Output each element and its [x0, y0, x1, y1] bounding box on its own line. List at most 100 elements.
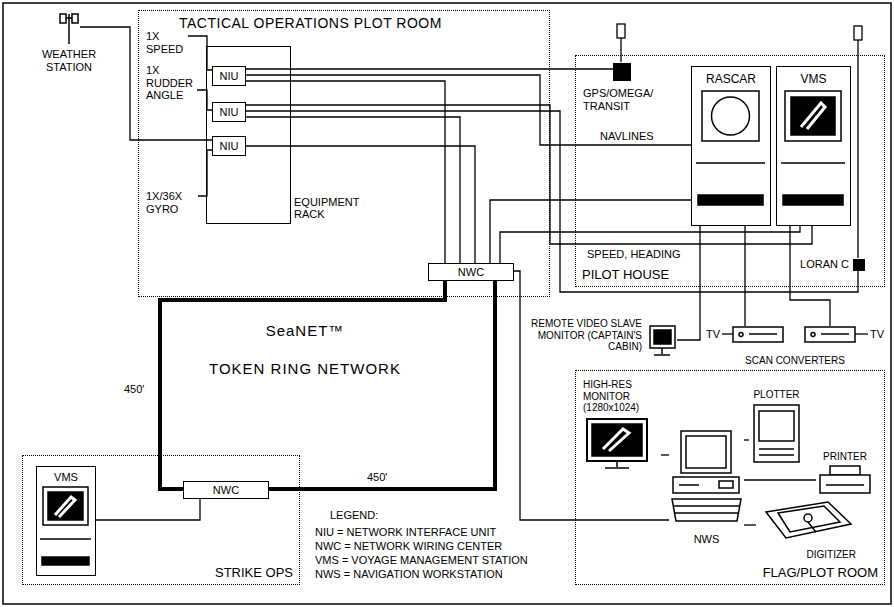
signal-wire	[96, 499, 200, 520]
gps-receiver: GPS/OMEGA/ TRANSIT	[613, 63, 631, 81]
signal-wire	[790, 226, 830, 326]
niu-box: NIU	[212, 136, 246, 156]
node-text: PILOT HOUSE	[582, 268, 669, 283]
node-text: NIU	[213, 140, 245, 153]
edge-label: SPEED, HEADING	[585, 248, 683, 261]
signal-wire	[246, 68, 613, 69]
printer: PRINTER	[816, 451, 874, 496]
node-text: SCAN CONVERTERS	[725, 355, 865, 367]
signal-wire	[677, 226, 700, 340]
room-region: STRIKE OPS NWC VMS	[22, 455, 300, 585]
signal-wire	[80, 27, 212, 140]
niu-box: NIU	[212, 102, 246, 122]
vms-console-drawing	[777, 67, 849, 224]
node-text: VMS	[777, 73, 850, 87]
node-text: NWS	[669, 533, 744, 546]
nwc-box: NWC	[428, 263, 514, 281]
node-text: VMS	[37, 471, 95, 484]
tv-label: TV	[870, 328, 884, 341]
signal-wire	[500, 226, 800, 263]
node-text: FLAG/PLOT ROOM	[763, 566, 878, 581]
rascar-console-drawing	[692, 67, 769, 224]
node-text: EQUIPMENT RACK	[294, 196, 356, 221]
gps-antenna-head	[617, 24, 625, 38]
legend-title: LEGEND:	[330, 509, 378, 522]
scan-converters: SCAN CONVERTERS	[725, 326, 865, 366]
loran-antenna-head	[854, 26, 862, 40]
signal-wire	[661, 454, 669, 455]
edge-label: 450'	[122, 383, 146, 396]
legend-entry: NIU = NETWORK INTERFACE UNIT	[315, 526, 496, 538]
speed-wire	[188, 36, 213, 70]
node-text: STRIKE OPS	[215, 566, 293, 581]
node-text: GPS/OMEGA/ TRANSIT	[583, 87, 661, 112]
gps-antenna	[620, 38, 621, 62]
legend-row: VMS = VOYAGE MANAGEMENT STATION	[315, 554, 528, 567]
room-region: FLAG/PLOT ROOM HIGH-RES MONITOR (1280x102…	[575, 370, 885, 585]
loran-antenna	[857, 40, 858, 258]
signal-wire	[246, 75, 691, 145]
node-text: LORAN C	[800, 258, 849, 271]
legend-row: NWC = NETWORK WIRING CENTER	[315, 540, 502, 553]
signal-wire	[744, 479, 816, 480]
node-text: NWC	[429, 266, 513, 279]
vms-console: VMS	[776, 66, 851, 226]
plotter-drawing	[749, 389, 804, 464]
node-text: TACTICAL OPERATIONS PLOT ROOM	[179, 15, 442, 31]
frame	[3, 3, 891, 604]
node-text: NIU	[213, 106, 245, 119]
legend-entry: NWS = NAVIGATION WORKSTATION	[315, 568, 503, 580]
legend-row: NIU = NETWORK INTERFACE UNIT	[315, 526, 496, 539]
node-text: NIU	[213, 70, 245, 83]
network-name: SeaNET™	[205, 322, 405, 339]
scan-converters-drawing	[725, 326, 865, 346]
plotter: PLOTTER	[749, 389, 804, 464]
signal-wire	[246, 81, 445, 263]
signal-wire	[246, 117, 460, 263]
vms-console-drawing	[37, 467, 94, 574]
signal-wire	[744, 226, 745, 326]
node-text: DIGITIZER	[807, 549, 856, 561]
nav-workstation-drawing	[669, 429, 744, 546]
weather-station: WEATHER STATION	[58, 12, 80, 44]
signal-wire	[744, 524, 756, 525]
node-text: NWC	[184, 484, 268, 497]
tv-lead	[722, 333, 733, 334]
node-text: REMOTE VIDEO SLAVE MONITOR (CAPTAIN'S CA…	[530, 318, 642, 353]
signal-wire	[514, 271, 669, 520]
node-text: PRINTER	[816, 451, 874, 463]
node-text: PLOTTER	[749, 389, 804, 401]
network-name: TOKEN RING NETWORK	[195, 360, 415, 377]
ring-cable	[269, 281, 495, 489]
tv-lead	[855, 333, 868, 334]
edge-label: 450'	[365, 471, 389, 484]
weather-station-drawing	[58, 12, 80, 44]
high-res-monitor: HIGH-RES MONITOR (1280x1024)	[583, 379, 661, 471]
room-region: TACTICAL OPERATIONS PLOT ROOM EQUIPMENT R…	[138, 10, 550, 297]
nav-workstation: NWS	[669, 429, 744, 546]
remote-monitor: REMOTE VIDEO SLAVE MONITOR (CAPTAIN'S CA…	[530, 318, 677, 364]
legend-row: NWS = NAVIGATION WORKSTATION	[315, 568, 503, 581]
tv-label: TV	[706, 328, 720, 341]
rudder-wire	[197, 90, 213, 110]
nwc-box: NWC	[183, 481, 269, 499]
loran-receiver: LORAN C	[853, 259, 865, 271]
wire-label: 1X/36X GYRO	[146, 190, 196, 215]
legend-entry: NWC = NETWORK WIRING CENTER	[315, 540, 502, 552]
niu-box: NIU	[212, 66, 246, 86]
signal-wire	[744, 439, 749, 440]
ring-cable	[160, 281, 445, 489]
rascar-console: RASCAR	[691, 66, 771, 226]
wire-label: 1X RUDDER ANGLE	[146, 64, 200, 102]
legend-entry: VMS = VOYAGE MANAGEMENT STATION	[315, 554, 528, 566]
vms-console: VMS	[36, 466, 96, 576]
node-text: WEATHER STATION	[28, 48, 110, 73]
node-text: HIGH-RES MONITOR (1280x1024)	[583, 379, 661, 414]
node-text: RASCAR	[692, 73, 770, 87]
digitizer: DIGITIZER	[756, 498, 856, 560]
signal-wire	[246, 146, 475, 263]
edge-label: NAVLINES	[598, 130, 656, 143]
wire-label: 1X SPEED	[146, 30, 186, 55]
